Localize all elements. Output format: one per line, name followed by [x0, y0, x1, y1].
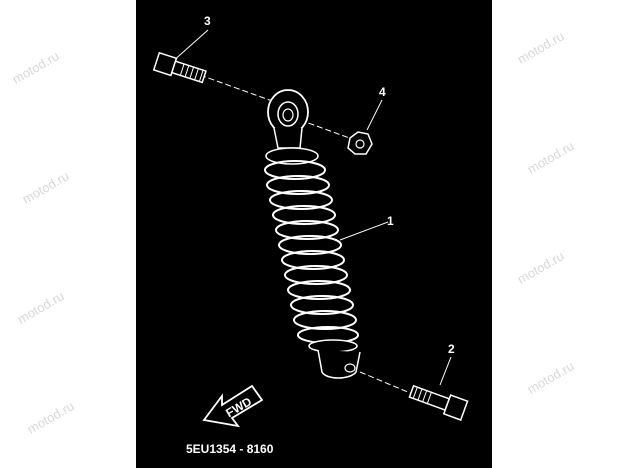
bolt-bottom: [408, 384, 469, 421]
spring: [264, 160, 359, 344]
callout-1: 1: [387, 214, 394, 228]
alignment-line-top-right: [299, 119, 356, 141]
nut: [347, 131, 373, 155]
fwd-arrow-icon: FWD: [202, 384, 264, 428]
callout-3: 3: [204, 14, 211, 28]
callout-2: 2: [448, 342, 455, 356]
shock-absorber: [264, 89, 361, 379]
leader-1: [339, 221, 389, 241]
part-code: 5EU1354 - 8160: [186, 442, 274, 456]
callout-4: 4: [379, 85, 386, 99]
alignment-line-bottom: [359, 371, 416, 396]
leader-4: [366, 99, 383, 131]
leader-3: [171, 29, 209, 63]
leader-2: [439, 356, 452, 386]
bolt-top: [152, 51, 207, 84]
alignment-line-top: [199, 74, 276, 103]
